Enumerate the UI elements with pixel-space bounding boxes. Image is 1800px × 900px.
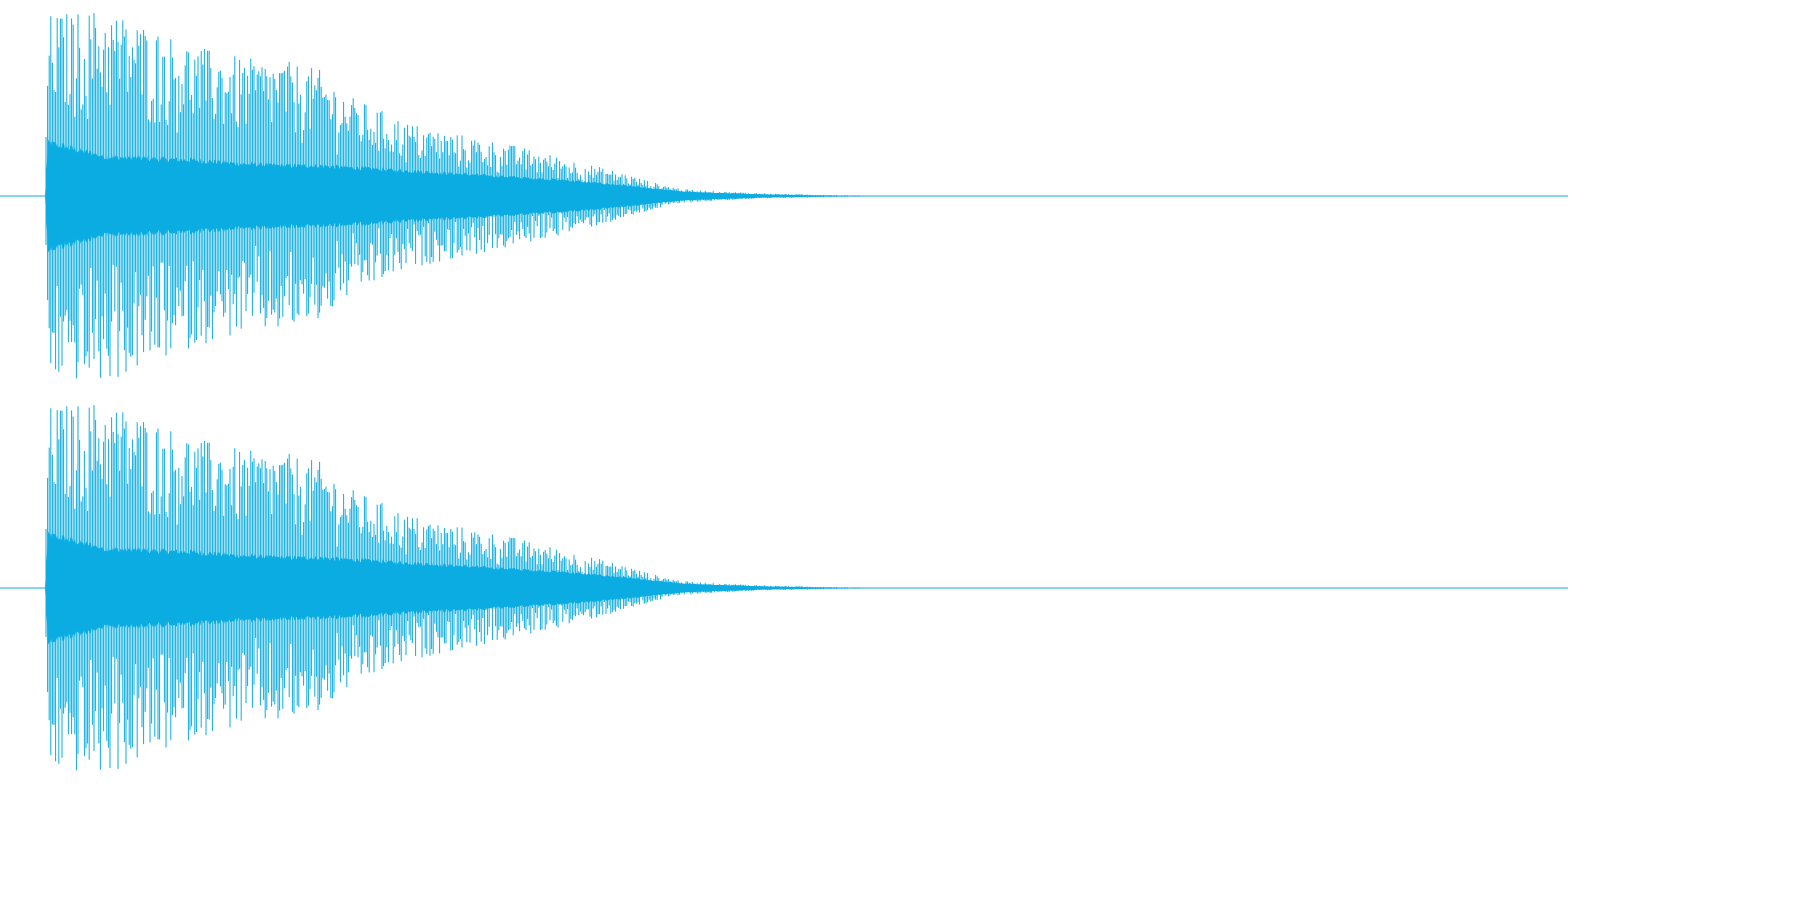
waveform-peaks <box>45 405 1010 771</box>
waveform-peaks <box>45 13 1010 379</box>
waveform-svg <box>0 13 1568 771</box>
waveform-chart <box>0 13 1568 771</box>
channel-bottom <box>0 405 1568 771</box>
channel-top <box>0 13 1568 379</box>
